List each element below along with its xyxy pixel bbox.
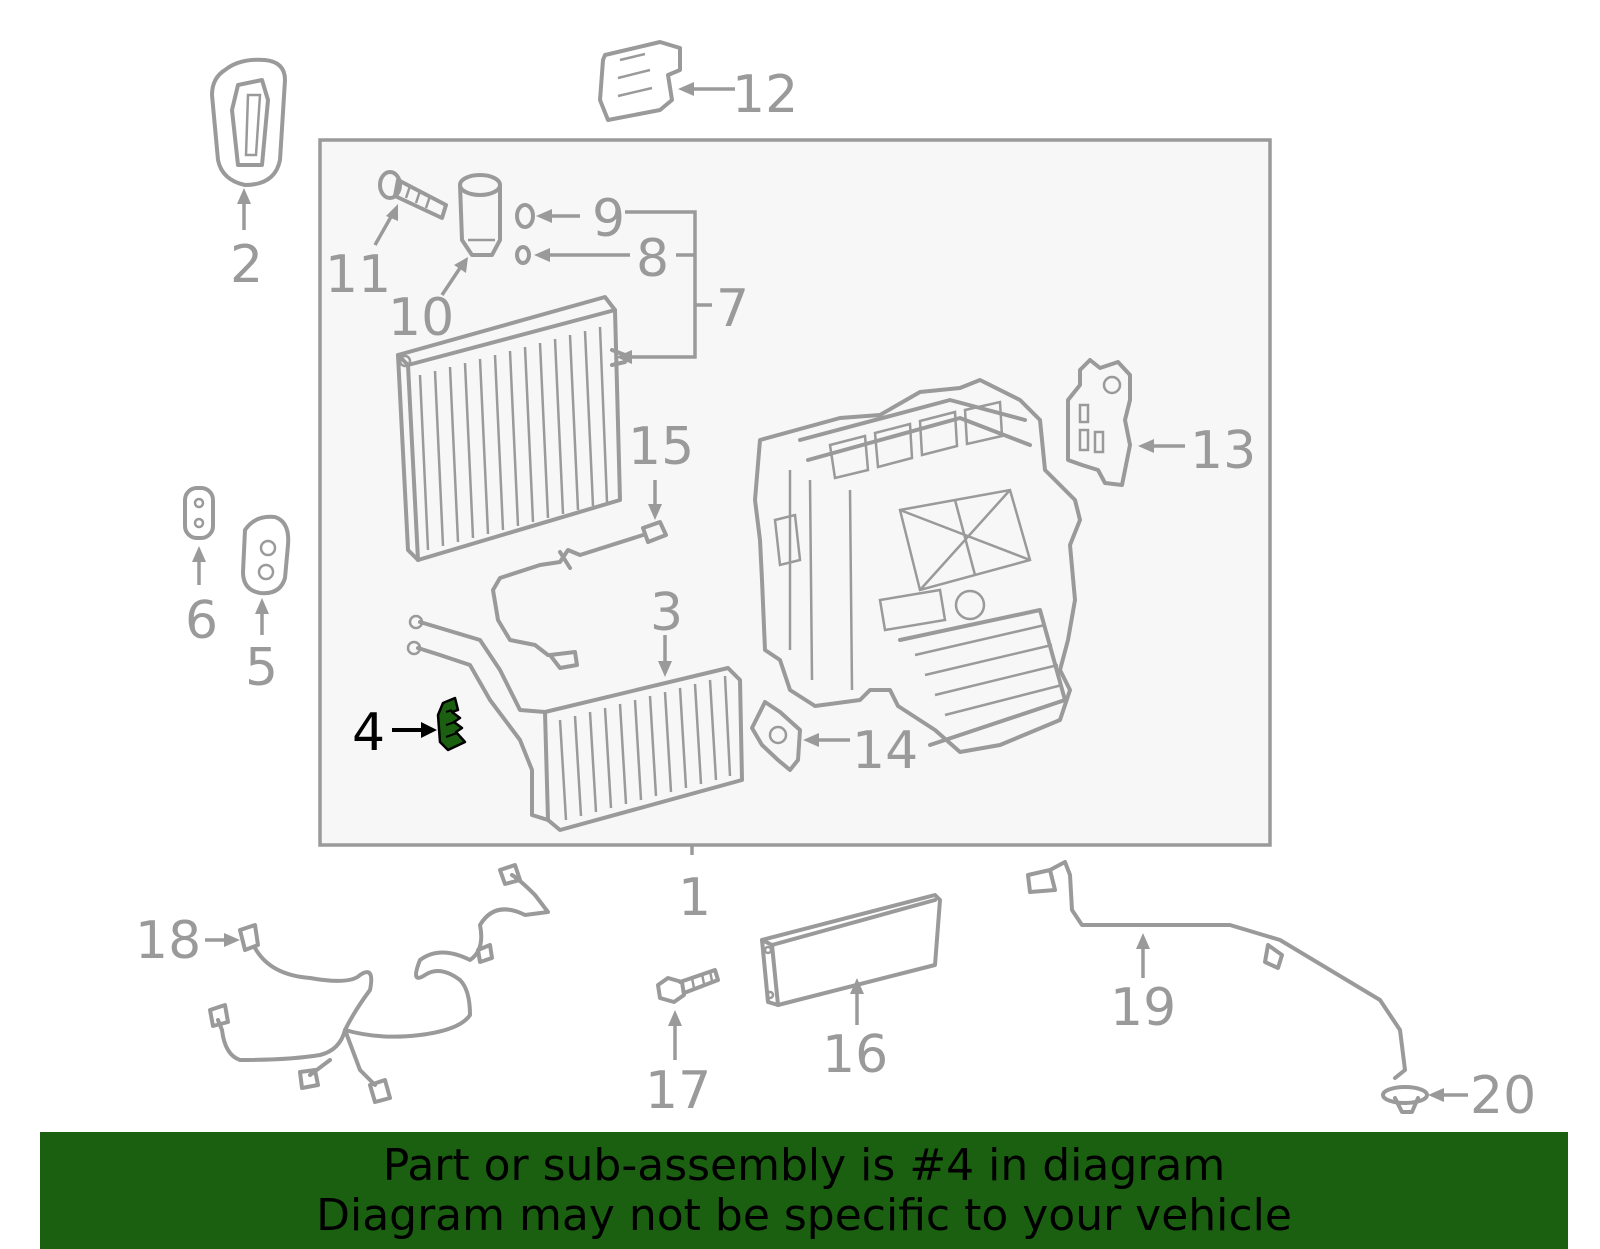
callout-18: 18	[135, 911, 201, 971]
callout-20: 20	[1470, 1066, 1536, 1126]
part-15-sensor-harness[interactable]	[491, 520, 668, 670]
callout-7: 7	[716, 279, 749, 339]
callout-14: 14	[852, 721, 918, 781]
callout-13: 13	[1190, 421, 1256, 481]
banner-line-2: Diagram may not be specific to your vehi…	[316, 1189, 1292, 1241]
callout-9: 9	[592, 189, 625, 249]
part-8-o-ring[interactable]	[515, 245, 531, 265]
part-19-pipe[interactable]	[1026, 860, 1407, 1080]
part-16-filter[interactable]	[760, 893, 942, 1007]
callout-2: 2	[230, 235, 263, 295]
callout-16: 16	[822, 1025, 888, 1085]
callout-12: 12	[732, 65, 798, 125]
part-17-bolt[interactable]	[656, 968, 720, 1004]
callout-19: 19	[1110, 978, 1176, 1038]
part-10-expansion-valve[interactable]	[458, 173, 502, 257]
callout-8: 8	[636, 229, 669, 289]
callout-4: 4	[352, 703, 385, 763]
banner-line-1: Part or sub-assembly is #4 in diagram	[382, 1139, 1226, 1191]
part-14-actuator[interactable]	[750, 700, 802, 772]
part-3-heater-core[interactable]	[406, 614, 744, 832]
callout-3: 3	[650, 583, 683, 643]
callout-5: 5	[245, 638, 278, 698]
hvac-case[interactable]	[753, 378, 1082, 754]
part-20-clip[interactable]	[1381, 1085, 1429, 1114]
info-banner: Part or sub-assembly is #4 in diagram Di…	[40, 1132, 1568, 1249]
part-4-clip-highlighted[interactable]	[436, 696, 467, 752]
callout-17: 17	[645, 1061, 711, 1121]
callout-1: 1	[678, 868, 711, 928]
part-18-wiring-harness[interactable]	[208, 863, 550, 1104]
part-2-duct-seal[interactable]	[210, 57, 287, 187]
part-5-grommet[interactable]	[241, 514, 291, 596]
part-7-evaporator[interactable]	[396, 295, 627, 562]
callout-15: 15	[628, 417, 694, 477]
callout-10: 10	[388, 288, 454, 348]
callout-6: 6	[185, 591, 218, 651]
part-9-o-ring[interactable]	[515, 203, 535, 229]
part-13-bracket[interactable]	[1066, 358, 1132, 487]
part-6-grommet[interactable]	[183, 486, 215, 540]
callout-11: 11	[325, 245, 391, 305]
part-12-bracket[interactable]	[598, 40, 682, 122]
part-11-bolt[interactable]	[378, 170, 448, 220]
